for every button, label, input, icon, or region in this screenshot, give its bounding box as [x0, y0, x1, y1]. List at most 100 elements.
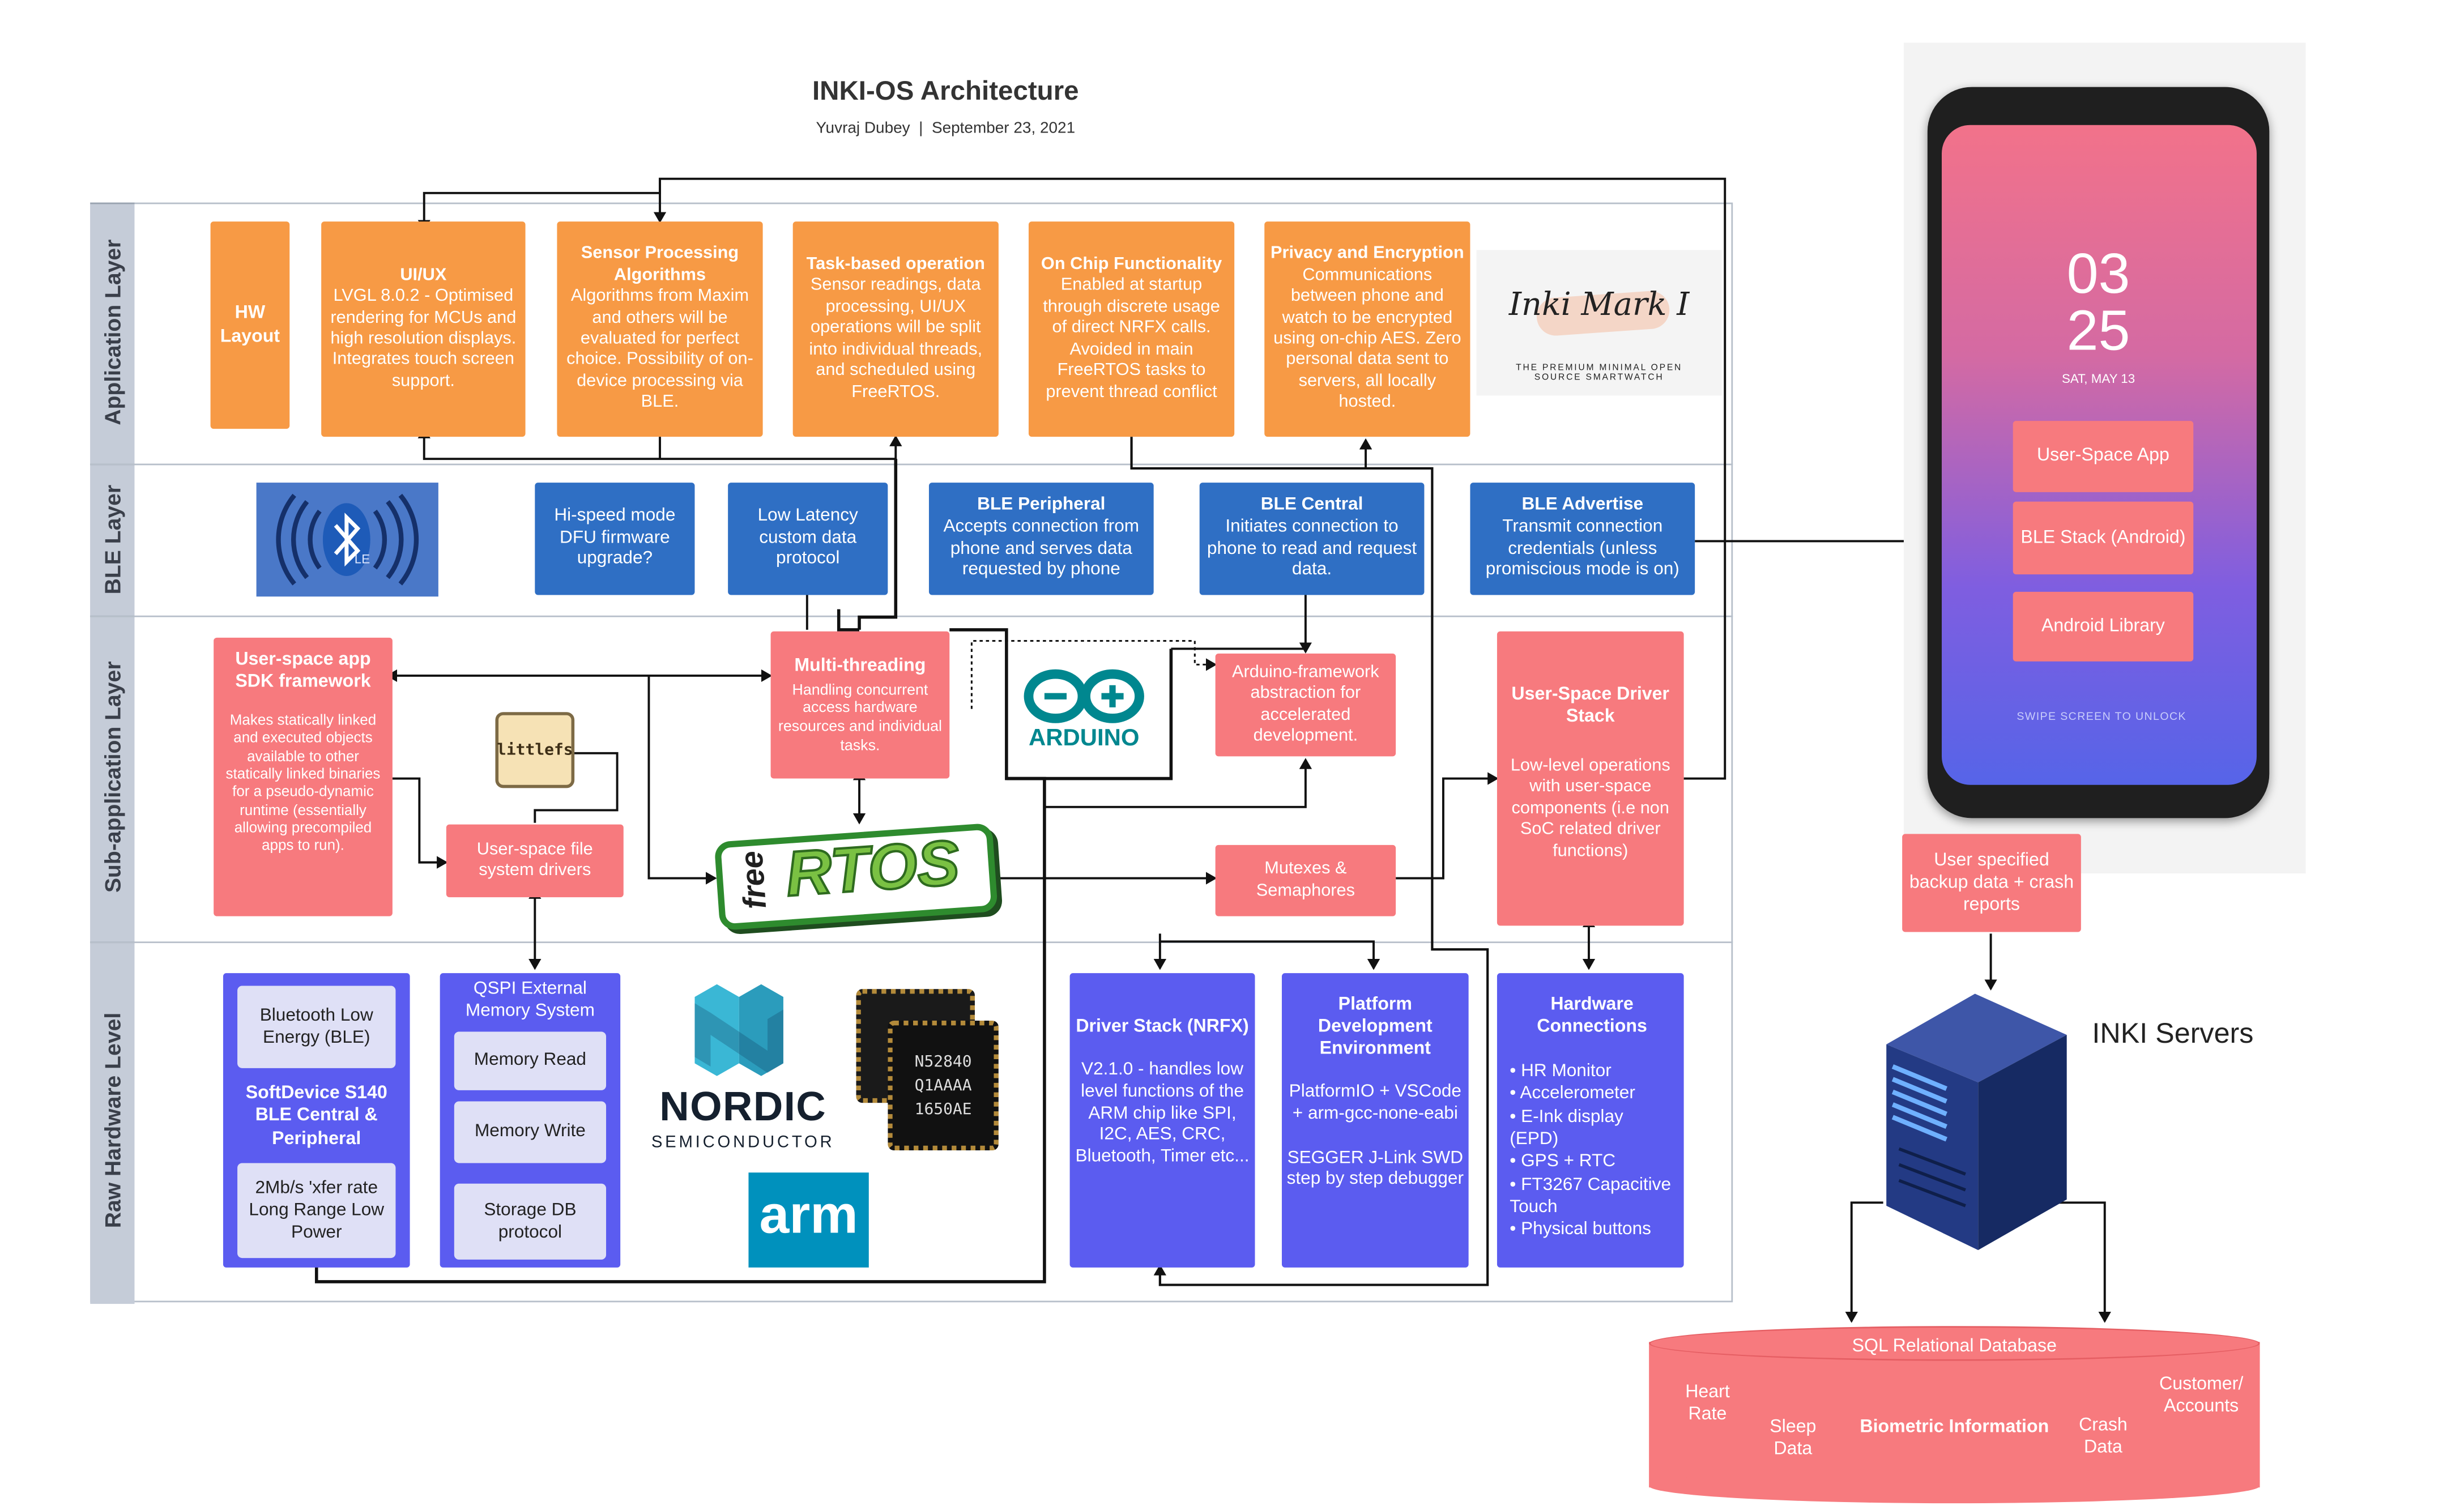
logo-script: Inki Mark I: [1508, 284, 1690, 323]
dfu-text: Hi-speed mode DFU firmware upgrade?: [554, 506, 676, 569]
hwconn-title: Hardware Connections: [1537, 995, 1647, 1036]
mem-write-text: Memory Write: [475, 1123, 586, 1142]
nordic-sub: SEMICONDUCTOR: [651, 1133, 835, 1152]
phone-swipe-hint: SWIPE SCREEN TO UNLOCK: [2017, 712, 2186, 723]
platform-title: Platform Development Environment: [1318, 995, 1433, 1059]
db-top: [1649, 1326, 2260, 1361]
on-chip-box: On Chip Functionality Enabled at startup…: [1028, 221, 1235, 437]
privacy-body: Communications between phone and watch t…: [1273, 265, 1461, 412]
arduino-framework-text: Arduino-framework abstraction for accele…: [1232, 662, 1379, 745]
platform-body2: SEGGER J-Link SWD step by step debugger: [1286, 1148, 1464, 1189]
driver-body: V2.1.0 - handles low level functions of …: [1075, 1060, 1250, 1167]
task-body: Sensor readings, data processing, UI/UX …: [809, 276, 983, 402]
driver-stack-box: Driver Stack (NRFX) V2.1.0 - handles low…: [1069, 973, 1255, 1268]
storage-db-inner: Storage DB protocol: [454, 1183, 607, 1260]
sensor-body: Algorithms from Maxim and others will be…: [566, 287, 753, 412]
ble-peripheral-title: BLE Peripheral: [977, 495, 1106, 514]
phone-ble-stack-text: BLE Stack (Android): [2020, 528, 2186, 548]
lane-band-subapp: [90, 615, 135, 944]
arduino-framework-box: Arduino-framework abstraction for accele…: [1215, 653, 1396, 757]
bluetooth-le-logo: LE: [256, 483, 438, 597]
littlefs-text: littlefs: [497, 741, 573, 759]
phone-minute: 25: [2066, 297, 2130, 362]
multithreading-title: Multi-threading: [794, 656, 926, 675]
task-title: Task-based operation: [806, 255, 985, 274]
phone-date: SAT, MAY 13: [2061, 372, 2135, 386]
hwconn-item: Physical buttons: [1510, 1219, 1674, 1242]
db-crash-data: Crash Data: [2079, 1416, 2128, 1457]
ble-energy-text: Bluetooth Low Energy (BLE): [259, 1006, 373, 1048]
db-accounts: Customer/ Accounts: [2159, 1375, 2244, 1416]
freertos-logo: free RTOS: [714, 816, 1002, 940]
mutex-text: Mutexes & Semaphores: [1256, 859, 1355, 900]
uds-body: Low-level operations with user-space com…: [1510, 756, 1670, 860]
lane-band-application: [90, 202, 135, 466]
phone-android-library-text: Android Library: [2041, 617, 2165, 637]
hwconn-item: FT3267 Capacitive Touch: [1510, 1174, 1674, 1219]
storage-db-text: Storage DB protocol: [484, 1201, 577, 1243]
driver-title: Driver Stack (NRFX): [1076, 1017, 1249, 1036]
nordic-name: NORDIC: [659, 1082, 827, 1130]
low-latency-box: Low Latency custom data protocol: [728, 483, 888, 595]
arduino-wordmark: ARDUINO: [1028, 724, 1140, 752]
ble-advertise-box: BLE Advertise Transmit connection creden…: [1470, 483, 1695, 595]
lane-divider: [90, 463, 1733, 466]
dfu-box: Hi-speed mode DFU firmware upgrade?: [535, 483, 695, 595]
lane-divider: [90, 941, 1733, 944]
platform-body1: PlatformIO + VSCode + arm-gcc-none-eabi: [1289, 1082, 1461, 1124]
sdk-title: User-space app SDK framework: [235, 650, 371, 692]
multithreading-box: Multi-threading Handling concurrent acce…: [770, 631, 950, 779]
ble-peripheral-body: Accepts connection from phone and serves…: [943, 517, 1140, 580]
chip-front: N52840 Q1AAAA 1650AE: [888, 1021, 999, 1151]
nordic-n-icon: [694, 984, 783, 1076]
userspace-driver-box: User-Space Driver Stack Low-level operat…: [1497, 631, 1684, 926]
freertos-rtos: RTOS: [782, 827, 962, 911]
logo-caption: THE PREMIUM MINIMAL OPEN SOURCE SMARTWAT…: [1516, 364, 1683, 383]
nrf52840-chip-image: N52840 Q1AAAA 1650AE: [856, 989, 1001, 1155]
ble-peripheral-box: BLE Peripheral Accepts connection from p…: [928, 483, 1154, 595]
uds-title: User-Space Driver Stack: [1511, 685, 1670, 727]
softdevice-box: Bluetooth Low Energy (BLE) SoftDevice S1…: [223, 973, 410, 1268]
sql-database: SQL Relational Database Heart Rate Sleep…: [1649, 1326, 2260, 1504]
softdevice-title: SoftDevice S140 BLE Central & Peripheral: [245, 1084, 387, 1149]
phone-userspace-app-text: User-Space App: [2036, 447, 2169, 466]
mutex-box: Mutexes & Semaphores: [1215, 844, 1396, 916]
uiux-title: UI/UX: [400, 265, 447, 285]
multithreading-body: Handling concurrent access hardware reso…: [778, 681, 942, 754]
arm-logo: arm: [748, 1172, 869, 1268]
task-operation-box: Task-based operation Sensor readings, da…: [792, 221, 999, 437]
sensor-title: Sensor Processing Algorithms: [581, 244, 739, 285]
qspi-title: QSPI External Memory System: [465, 979, 595, 1021]
ble-advertise-body: Transmit connection credentials (unless …: [1485, 517, 1679, 580]
onchip-title: On Chip Functionality: [1041, 255, 1222, 274]
ble-central-title: BLE Central: [1260, 495, 1363, 514]
db-heart-rate: Heart Rate: [1685, 1383, 1730, 1424]
chip-line3: 1650AE: [914, 1100, 972, 1118]
hw-connections-box: Hardware Connections HR Monitor Accelero…: [1497, 973, 1684, 1268]
server-icon: [1886, 993, 2067, 1251]
phone-hour: 03: [2066, 240, 2130, 306]
sensor-processing-box: Sensor Processing Algorithms Algorithms …: [557, 221, 763, 437]
bluetooth-icon: [276, 493, 419, 586]
db-biometric: Biometric Information: [1860, 1418, 2049, 1437]
qspi-box: QSPI External Memory System Memory Read …: [440, 973, 621, 1268]
hwconn-list: HR Monitor Accelerometer E-Ink display (…: [1510, 1060, 1674, 1242]
uiux-box: UI/UX LVGL 8.0.2 - Optimised rendering f…: [321, 221, 526, 437]
lane-band-hardware: [90, 941, 135, 1304]
arduino-infinity-icon: [1024, 669, 1144, 723]
mem-read-text: Memory Read: [474, 1051, 587, 1070]
hw-layout-box: HW Layout: [210, 221, 290, 429]
fs-drivers-box: User-space file system drivers: [446, 824, 624, 898]
ble-energy-inner: Bluetooth Low Energy (BLE): [237, 986, 396, 1068]
arm-text: arm: [759, 1184, 858, 1245]
db-sleep-data: Sleep Data: [1770, 1418, 1817, 1459]
freertos-free: free: [735, 850, 774, 910]
sdk-framework-box: User-space app SDK framework Makes stati…: [214, 637, 393, 916]
chip-line1: N52840: [914, 1053, 972, 1071]
servers-label: INKI Servers: [2092, 1017, 2254, 1050]
lane-divider: [90, 615, 1733, 617]
ble-specs-text: 2Mb/s 'xfer rate Long Range Low Power: [249, 1178, 385, 1243]
hwconn-item: GPS + RTC: [1510, 1151, 1674, 1174]
